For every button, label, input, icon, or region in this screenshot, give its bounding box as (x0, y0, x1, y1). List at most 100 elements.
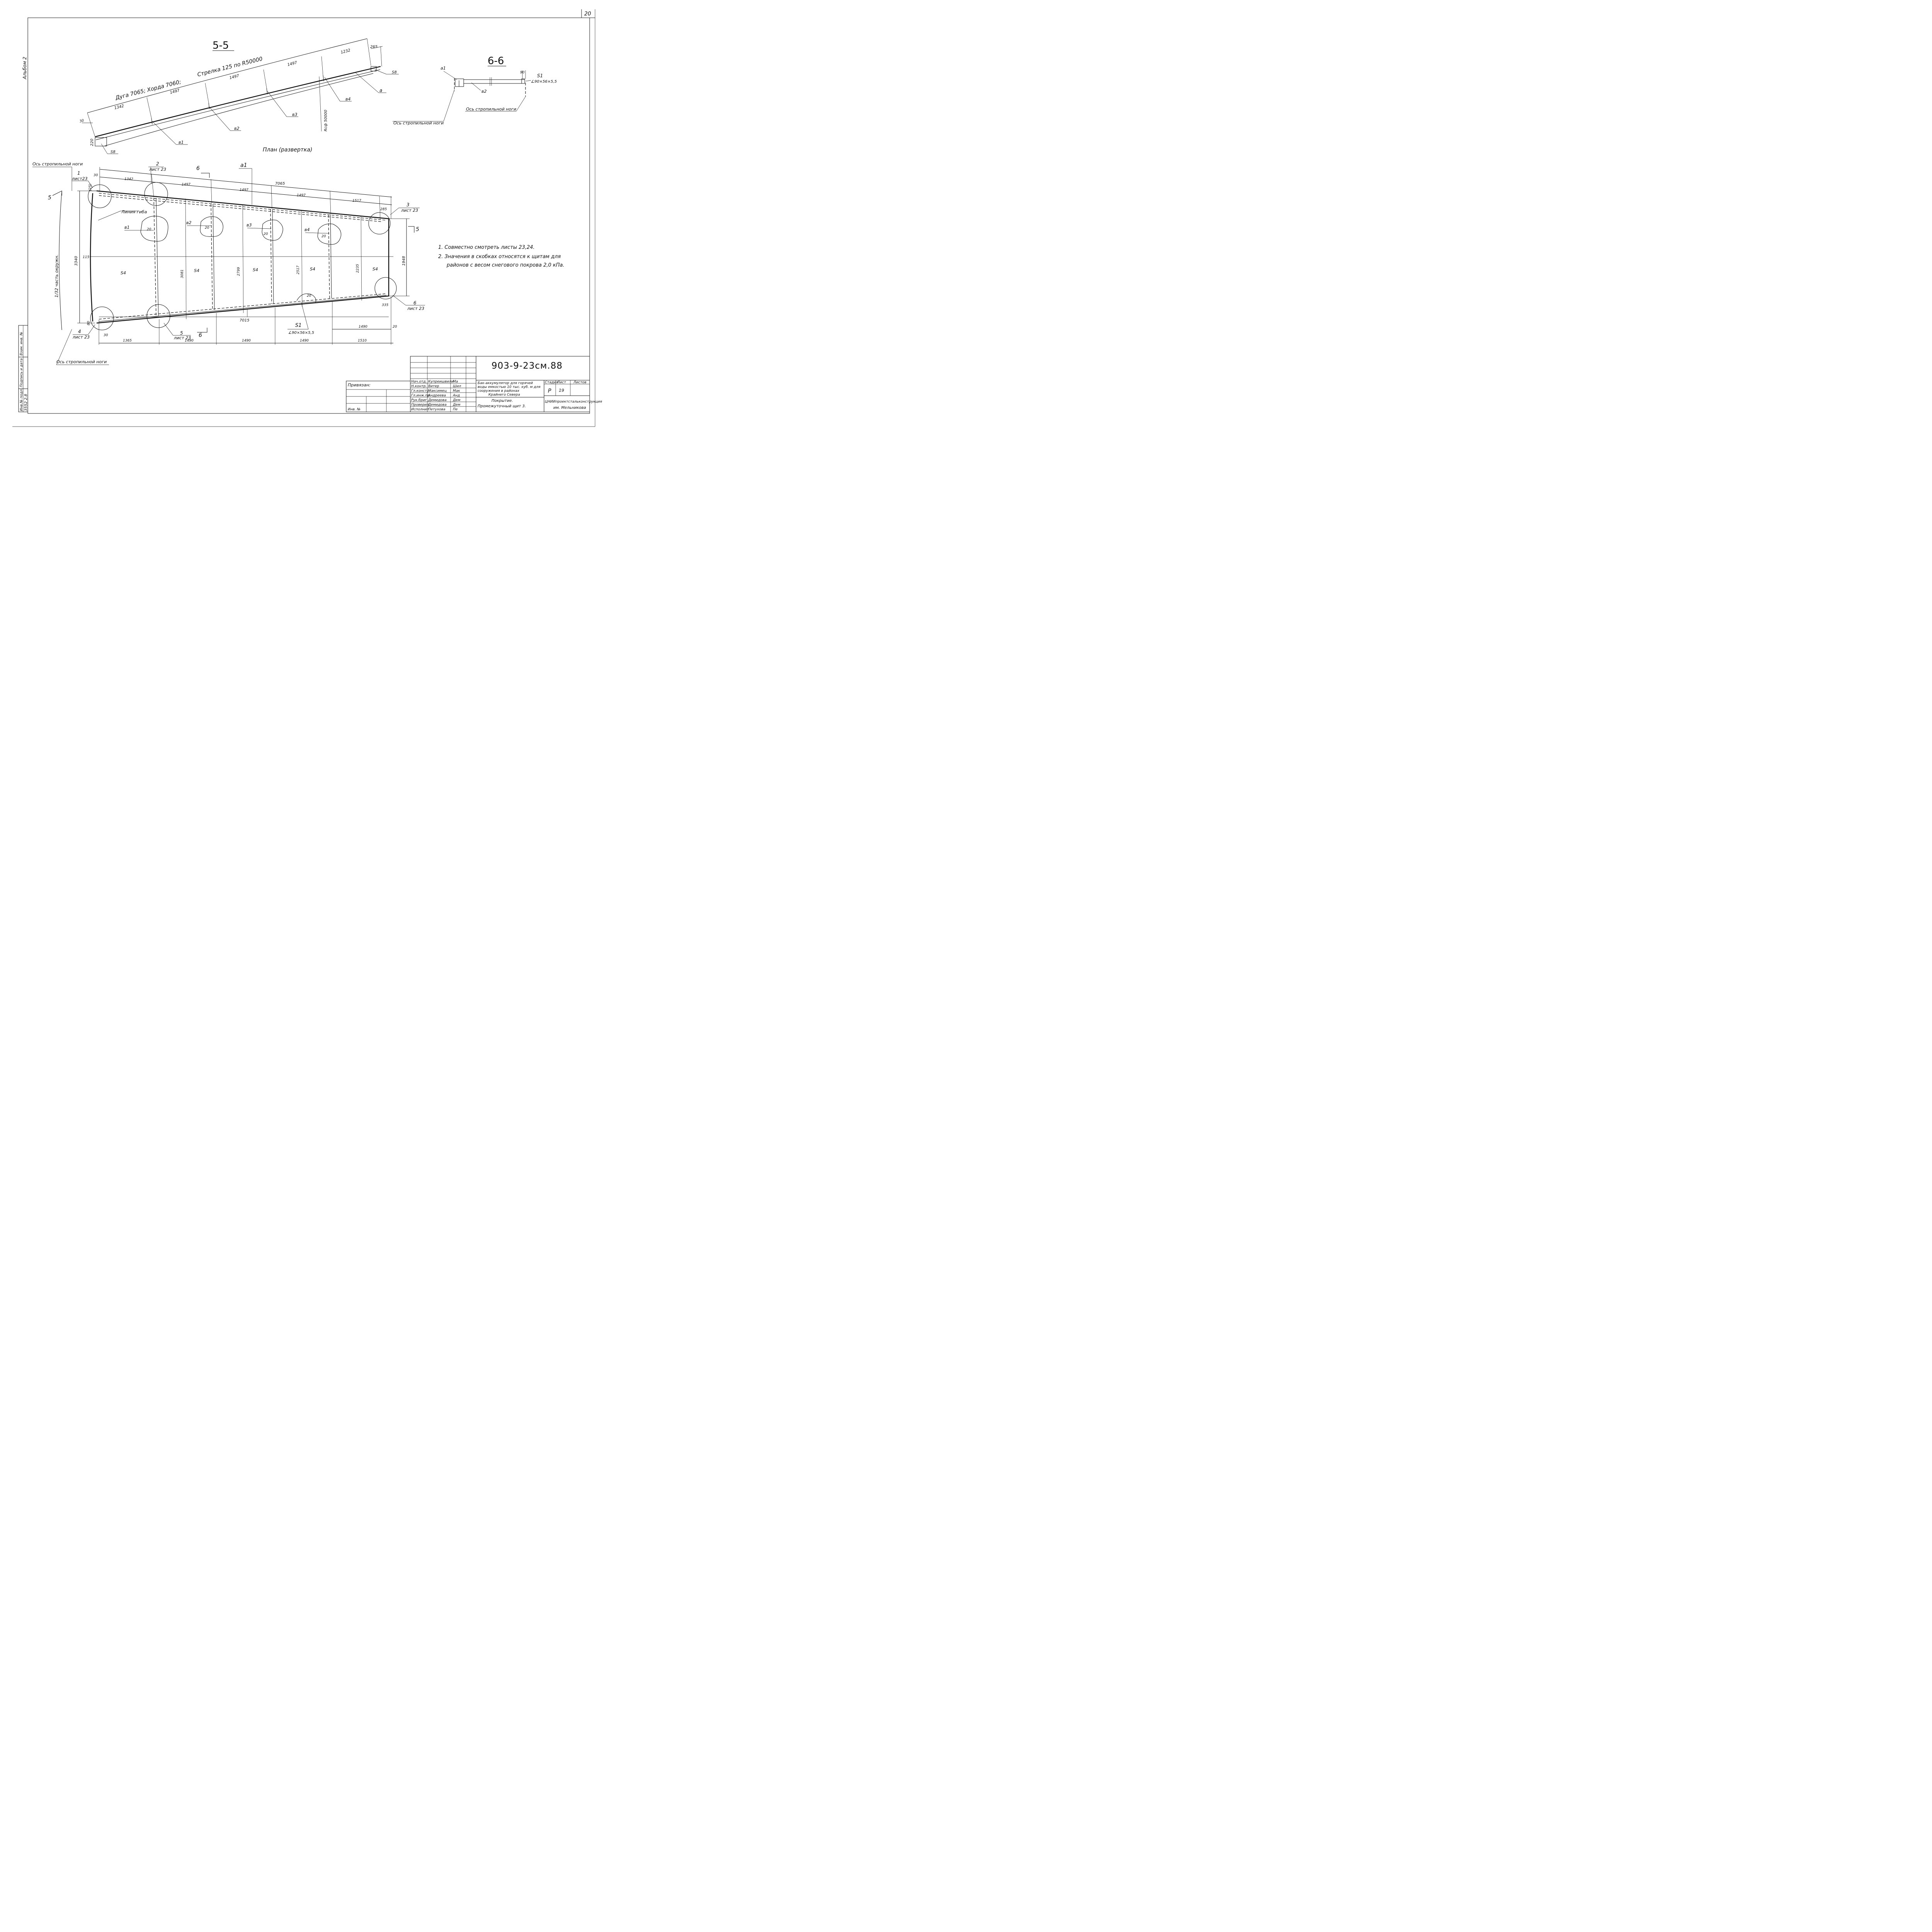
callout-3-num: 3 (406, 202, 410, 207)
profile-66: ∠90×56×5,5 (531, 80, 557, 84)
rib-height-2: 2799 (237, 267, 241, 276)
panel-s4-5: S4 (372, 267, 378, 272)
stamp-inv-value: 3552 2.8 (24, 394, 28, 411)
plan-view: План (развертка) (32, 147, 425, 365)
role-4: Гл.инж.пр. (411, 394, 431, 398)
stamp-inv-podl: Инв.№ подл. (20, 388, 24, 411)
callout-5-sheet: лист 23 (173, 335, 191, 340)
desc-3: сооружения в районах (478, 389, 520, 393)
dim-1497-c: 1497 (287, 61, 298, 67)
rib-label-b1: в1 (124, 225, 129, 230)
plan-dim-1497-a: 1497 (182, 183, 190, 187)
desc-4: Крайнего Севера (488, 393, 520, 397)
weld-20-3: 20 (264, 232, 268, 236)
plan-axis-top-1: Ось стропильной ноги (32, 162, 83, 167)
plan-dim-115: 115 (83, 255, 89, 259)
plan-top-dims (99, 167, 392, 220)
plan-axis-bottom: Ось стропильной ноги (56, 359, 107, 364)
doc-code: 903-9-23см.88 (492, 361, 563, 371)
plan-dim-1490-c: 1490 (300, 339, 309, 343)
desc-2: воды емкостью 10 тыс. куб. м для (478, 385, 541, 389)
plan-dim-1490-b: 1490 (242, 339, 251, 343)
desc-5: Покрытие. (492, 399, 513, 403)
callout-2: 2 лист 23 (148, 161, 166, 184)
rib-height-1: 3081 (180, 269, 184, 278)
section-mark-6-bottom: 6 (199, 332, 202, 338)
plan-ribs (153, 197, 332, 316)
plan-dim-335: 335 (382, 303, 388, 307)
callout-2-sheet: лист 23 (149, 167, 166, 172)
desc-1: Бак-аккумулятор для горячей (478, 381, 533, 385)
stage-value: Р (548, 388, 551, 394)
plan-arc-label: 1/32 часть окружн. (54, 255, 59, 298)
name-3: Максимец (428, 389, 447, 393)
plan-dim-30-bottom: 30 (104, 333, 108, 337)
callout-4-sheet: лист 23 (72, 335, 90, 340)
plan-total-7065: 7065 (275, 182, 285, 186)
callout-2-num: 2 (156, 161, 159, 167)
profile-6-6 (454, 70, 526, 97)
axis-label-66-right: Ось стропильной ноги (466, 107, 516, 112)
weld-20-4: 20 (321, 235, 326, 238)
plan-side-dims (59, 190, 410, 330)
label-b1: в1 (179, 140, 184, 145)
plan-dim-1497-b: 1497 (240, 188, 248, 192)
plan-dim-1365: 1365 (123, 339, 132, 343)
label-s8-right: S8 (392, 70, 397, 75)
rib-height-3: 2517 (296, 265, 300, 274)
notes: 1. Совместно смотреть листы 23,24. 2. Зн… (438, 245, 565, 268)
privyazan-label: Привязан: (348, 383, 371, 388)
label-b2: в2 (234, 126, 239, 131)
panel-s4-2: S4 (194, 268, 199, 273)
plan-dim-20: 20 (393, 325, 397, 329)
sheet-frame (12, 9, 595, 427)
height-220: 220 (90, 139, 94, 146)
label-s8-left: S8 (111, 150, 116, 154)
callout-6-sheet: лист 23 (407, 306, 424, 311)
rib-label-b3: в3 (247, 223, 252, 228)
plan-dim-30: 30 (94, 173, 98, 177)
rib-label-b4: в4 (304, 227, 310, 232)
plan-dim-1342: 1342 (124, 177, 133, 181)
callout-4-num: 4 (78, 329, 81, 334)
role-7: Исполнил (411, 408, 429, 412)
name-5: Демидова (428, 398, 447, 402)
section-mark-5-right: 5 (416, 226, 419, 233)
dim-1232: 1232 (340, 48, 351, 55)
drawing-sheet: 20 Альбом 2 5-5 (12, 9, 602, 427)
axis-label-66-left: Ось стропильной ноги (393, 121, 444, 126)
stamp-podpis: Подпись и дата (20, 358, 24, 387)
plan-dim-1497-c: 1497 (297, 194, 306, 197)
note-3: районов с весом снегового покрова 2,0 кП… (446, 262, 565, 268)
org-name: ЦНИИпроектстальконструкция (545, 400, 602, 404)
label-b2-66: в2 (481, 89, 486, 94)
plan-dim-1490-a: 1490 (185, 339, 194, 343)
dim-30: 30 (79, 119, 85, 124)
sign-7: Пе (453, 408, 458, 412)
dim-90-66: 90 (520, 71, 525, 75)
stage-label: Стадия (545, 381, 558, 384)
leaders-5-5 (101, 69, 399, 154)
plan-dim-1510: 1510 (358, 339, 367, 343)
plan-height-1948: 1948 (402, 256, 406, 266)
title-block (346, 356, 590, 412)
role-5: Рук.бриг. (411, 398, 428, 402)
callout-1-sheet: лист23 (71, 176, 88, 181)
sign-3: Мак (453, 389, 460, 393)
section-5-5-title: 5-5 (213, 40, 229, 51)
weld-20-1: 20 (147, 228, 151, 231)
callout-3: 3 лист 23 (390, 202, 420, 215)
label-b4: в4 (345, 97, 350, 102)
rib-height-lines (185, 198, 362, 320)
line-label: Линия гиба (121, 209, 147, 214)
section-5-5: 5-5 30 1342 1497 (79, 38, 399, 154)
plan-profile: ∠90×56×5,5 (288, 331, 314, 335)
name-7: Петухова (428, 408, 446, 412)
role-6: Проверил (411, 403, 429, 407)
callout-1-num: 1 (77, 170, 80, 176)
callout-6: 6 лист 23 (392, 295, 425, 311)
sheet-value: 19 (559, 388, 564, 393)
sign-6: Дем (452, 403, 461, 407)
panel-s4-1: S4 (121, 270, 126, 276)
sheet-number: 20 (584, 11, 591, 17)
